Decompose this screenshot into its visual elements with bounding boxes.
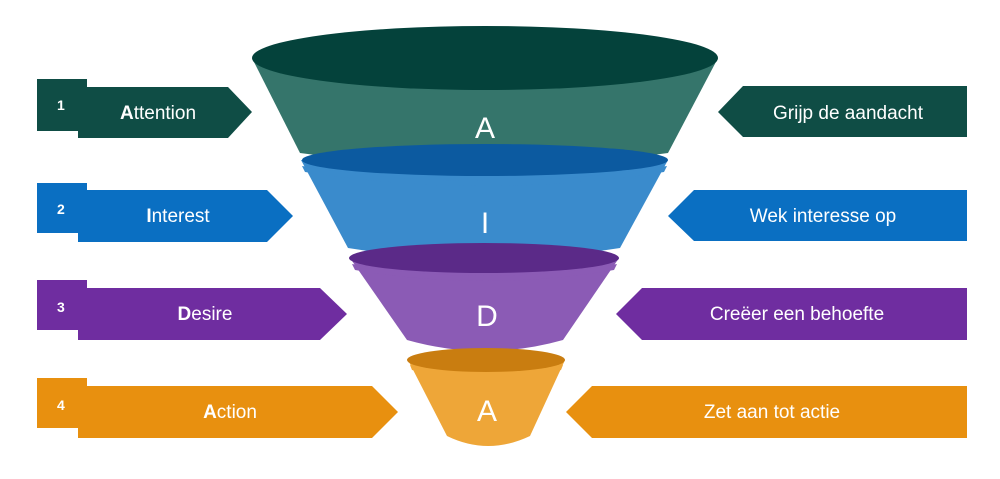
- funnel-letter: A: [477, 395, 497, 428]
- funnel-segment-attention: A: [252, 26, 718, 166]
- funnel-body: [352, 264, 617, 281]
- funnel-segment-interest: I: [301, 144, 668, 259]
- funnel-body: [408, 360, 565, 446]
- arrow-shape: [616, 288, 967, 340]
- stage-description: Wek interesse op: [750, 206, 896, 227]
- stage-name: Action: [203, 402, 257, 423]
- arrow-shape: [566, 386, 967, 438]
- funnel-rim: [252, 26, 718, 90]
- description-arrow-attention: Grijp de aandacht: [718, 86, 967, 137]
- left-arrows: 1 Attention 2 Interest 3 Desire 4 Action: [37, 79, 398, 438]
- step-number: 3: [57, 299, 65, 315]
- funnel-rim: [407, 348, 565, 372]
- funnel-body: [302, 166, 667, 186]
- right-arrows: Grijp de aandacht Wek interesse op Creëe…: [566, 86, 967, 438]
- funnel-letter: D: [476, 300, 498, 333]
- funnel-body: [410, 365, 563, 379]
- step-number: 4: [57, 397, 65, 413]
- label-arrow-interest: 2 Interest: [37, 183, 293, 242]
- funnel: A I D A: [252, 26, 718, 446]
- stage-description: Zet aan tot actie: [704, 402, 840, 423]
- funnel-body: [301, 160, 668, 259]
- description-arrow-interest: Wek interesse op: [668, 190, 967, 241]
- funnel-letter: I: [481, 207, 489, 240]
- stage-description: Grijp de aandacht: [773, 103, 924, 124]
- description-arrow-action: Zet aan tot actie: [566, 386, 967, 438]
- description-arrow-desire: Creëer een behoefte: [616, 288, 967, 340]
- label-arrow-attention: 1 Attention: [37, 79, 252, 138]
- funnel-rim: [302, 144, 668, 176]
- arrow-shape: [78, 288, 347, 340]
- funnel-body: [350, 258, 619, 351]
- arrow-shape: [718, 86, 967, 137]
- funnel-rim: [349, 243, 619, 273]
- stage-name: Attention: [120, 103, 196, 124]
- arrow-shape: [78, 386, 398, 438]
- step-number: 2: [57, 201, 65, 217]
- funnel-segment-desire: D: [349, 243, 619, 351]
- stage-name: Desire: [178, 304, 233, 325]
- arrow-shape: [78, 87, 252, 138]
- label-arrow-action: 4 Action: [37, 378, 398, 438]
- stage-name: Interest: [146, 206, 210, 227]
- stage-description: Creëer een behoefte: [710, 304, 884, 325]
- funnel-segment-action: A: [407, 348, 565, 446]
- label-arrow-desire: 3 Desire: [37, 280, 347, 340]
- step-number: 1: [57, 97, 65, 113]
- funnel-letter: A: [475, 112, 495, 145]
- arrow-shape: [78, 190, 293, 242]
- arrow-shape: [668, 190, 967, 241]
